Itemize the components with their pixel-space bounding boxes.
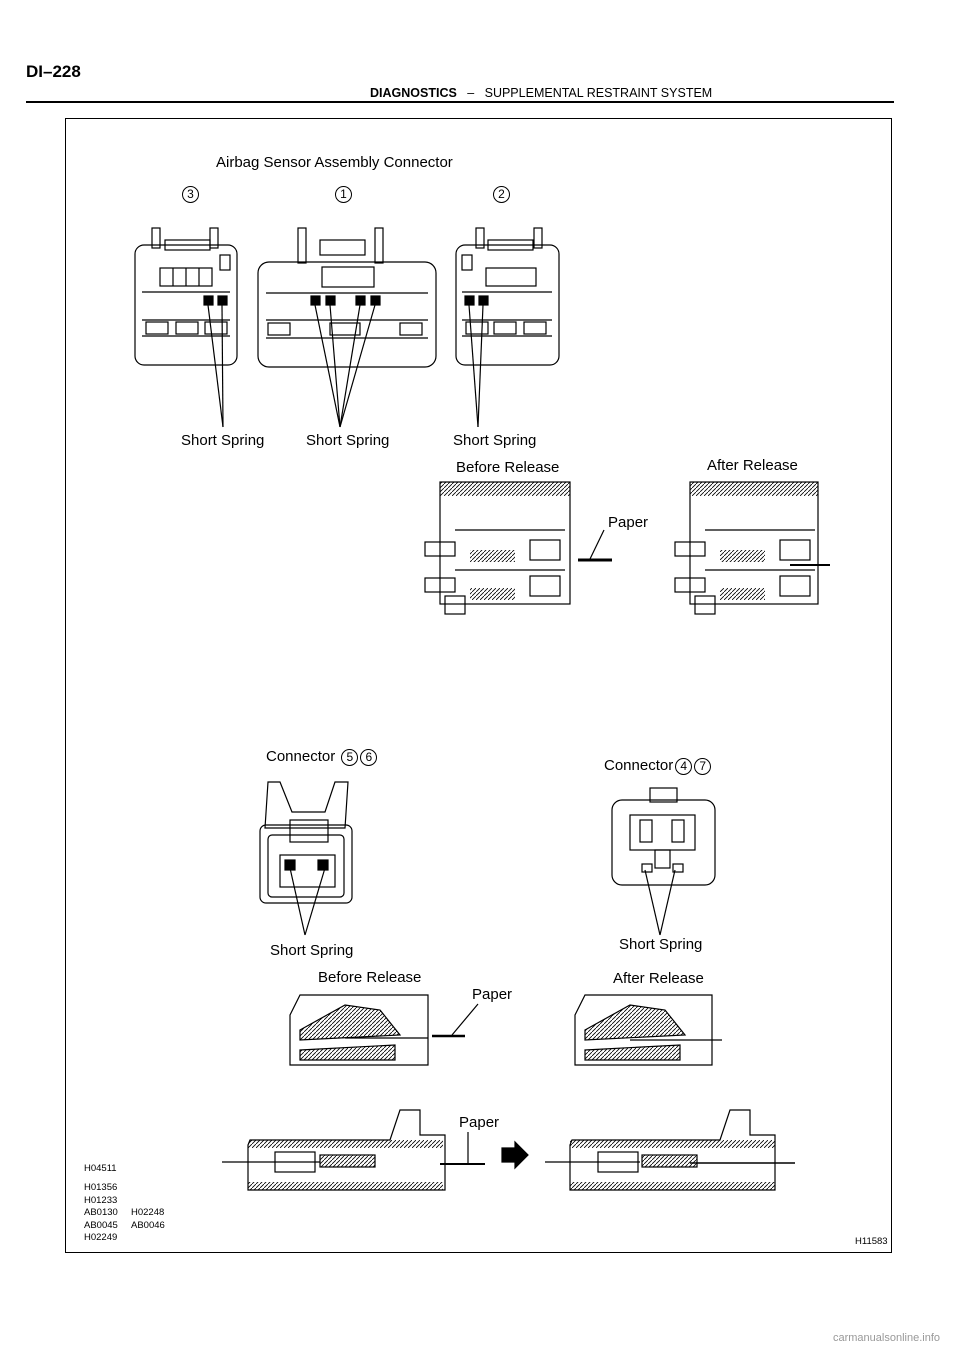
paper-label-lower: Paper <box>472 986 513 1003</box>
connector-number-2: 2 <box>493 186 510 203</box>
code: AB0046 <box>131 1219 165 1231</box>
bottom-before-drawing <box>222 1109 446 1191</box>
header-dash: – <box>467 86 475 100</box>
figure-title: Airbag Sensor Assembly Connector <box>216 154 453 171</box>
short-spring-label-3: Short Spring <box>453 432 537 449</box>
short-spring-label-2: Short Spring <box>306 432 390 449</box>
connector-1-drawing <box>257 227 437 368</box>
connector-47-drawing <box>611 787 716 886</box>
connector-number-3: 3 <box>182 186 199 203</box>
header-section: DIAGNOSTICS <box>370 86 457 100</box>
watermark: carmanualsonline.info <box>832 1332 940 1344</box>
bottom-after-drawing <box>545 1109 795 1191</box>
code: AB0045 <box>84 1219 118 1231</box>
connector-3-drawing <box>134 227 238 366</box>
code: H01233 <box>84 1194 118 1206</box>
connector-56-drawing <box>259 781 353 904</box>
connector-number-5: 5 <box>341 748 359 766</box>
before-release-label-upper: Before Release <box>456 459 560 476</box>
figure-frame <box>65 118 892 1253</box>
code: AB0130 <box>84 1207 118 1219</box>
after-release-upper-drawing <box>674 481 830 615</box>
connector-47-text: Connector <box>604 757 674 774</box>
connector-56-text: Connector <box>266 748 336 765</box>
after-release-label-upper: After Release <box>707 457 798 474</box>
after-release-lower-drawing <box>574 994 722 1066</box>
code: H01356 <box>84 1182 118 1193</box>
page-header: DIAGNOSTICS – SUPPLEMENTAL RESTRAINT SYS… <box>370 86 712 100</box>
before-release-upper-drawing <box>424 481 571 615</box>
page-number: DI–228 <box>26 62 81 81</box>
short-spring-label-4: Short Spring <box>270 942 354 959</box>
figure-codes-left: H04511 <box>84 1163 117 1176</box>
short-spring-label-1: Short Spring <box>181 432 265 449</box>
code: H02249 <box>84 1232 118 1244</box>
after-release-label-lower: After Release <box>613 970 704 987</box>
figure-id: H11583 <box>855 1236 888 1247</box>
connector-number-7: 7 <box>694 757 712 775</box>
before-release-lower-drawing <box>289 994 429 1066</box>
connector-number-4: 4 <box>675 757 693 775</box>
paper-label-upper: Paper <box>608 514 649 531</box>
code: H04511 <box>84 1163 117 1174</box>
paper-label-bottom: Paper <box>459 1114 500 1131</box>
connector-number-1: 1 <box>335 186 352 203</box>
before-release-label-lower: Before Release <box>318 969 422 986</box>
code: H02248 <box>131 1207 165 1218</box>
header-rule <box>26 101 894 103</box>
short-spring-label-5: Short Spring <box>619 936 703 953</box>
connector-2-drawing <box>455 227 560 366</box>
header-subsection: SUPPLEMENTAL RESTRAINT SYSTEM <box>484 86 713 100</box>
connector-number-6: 6 <box>360 748 378 766</box>
